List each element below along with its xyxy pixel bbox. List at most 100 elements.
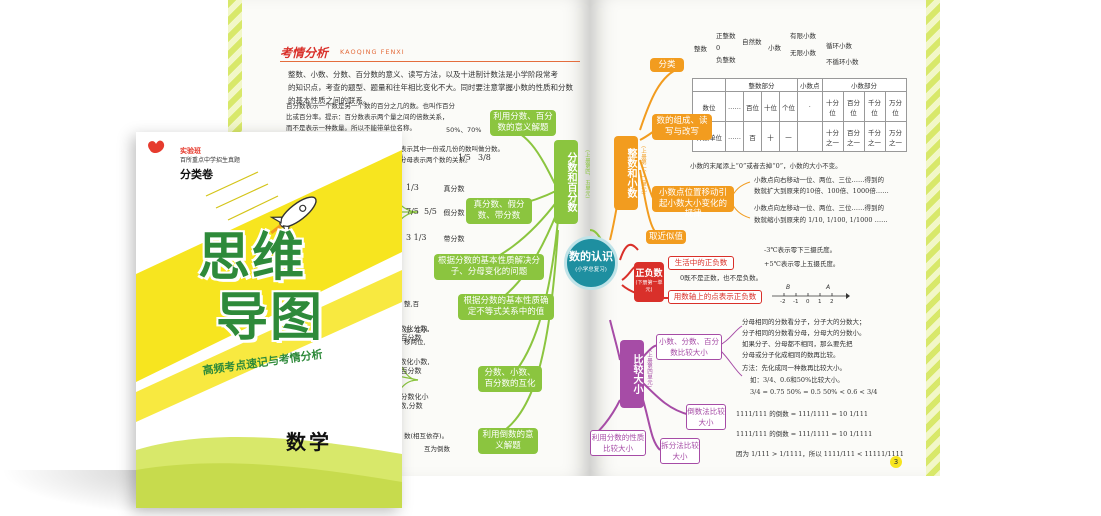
- posneg-example: +5℃表示零上五摄氏度。: [764, 260, 840, 268]
- table-cell: 十: [761, 121, 780, 152]
- cls-repeat: 循环小数: [826, 42, 852, 50]
- center-node-sub: (小学总复习): [575, 267, 607, 273]
- table-cell: 十分位: [821, 91, 844, 122]
- reciprocal-example: 1111/111 的倒数 = 111/1111 = 10 1/111: [736, 410, 869, 418]
- hub-integers-decimals: 整数和小数: [614, 136, 638, 210]
- reciprocal-example: 因为 1/111 > 1/1111，所以 1111/111 < 11111/11…: [736, 450, 904, 458]
- branch-life-posneg: 生活中的正负数: [668, 256, 734, 270]
- compare-rule: 分子相同的分数看分母，分母大的分数小。: [742, 329, 866, 337]
- cls-negint: 负整数: [716, 56, 736, 64]
- compare-example: 3/4 = 0.75 50% = 0.5 50% < 0.6 < 3/4: [750, 388, 878, 396]
- intro-line: 整数、小数、分数、百分数的意义、读写方法，以及十进制计数法是小学阶段常考: [288, 70, 558, 79]
- table-cell: ……: [725, 121, 744, 152]
- page-number: 3: [890, 456, 902, 468]
- table-cell: [797, 121, 823, 152]
- right-page: 整数 正整数 0 负整数 自然数 小数 有限小数 无限小数 循环小数 不循环小数…: [564, 0, 940, 476]
- axis-tick: 2: [830, 299, 834, 305]
- compare-rule: 如果分子、分母都不相同，那么要先把: [742, 340, 853, 348]
- move-text: 数就缩小到原来的 1/10, 1/100, 1/1000 ……: [754, 216, 888, 224]
- node-basic-property: 根据分数的基本性质解决分子、分母变化的问题: [434, 254, 544, 280]
- improper-fraction-label: 假分数: [443, 209, 465, 217]
- move-text: 小数点向右移动一位、两位、三位……得到的: [754, 176, 884, 184]
- hub-pos-neg-sub: (下册第一单元): [635, 280, 663, 293]
- cls-int: 整数: [694, 45, 707, 53]
- cover-title-2: 导图: [216, 288, 325, 348]
- table-cell: 百分之一: [842, 121, 865, 152]
- move-text: 小数点向左移动一位、两位、三位……得到的: [754, 204, 884, 212]
- branch-reciprocal-compare: 倒数法比较大小: [686, 404, 726, 430]
- branch-split-compare: 拆分法比较大小: [660, 438, 700, 464]
- table-cell: 万分位: [884, 91, 907, 122]
- hub-integers-decimals-sub: (上册第一、二单元): [639, 146, 646, 195]
- node-reciprocal: 利用倒数的意义解题: [478, 428, 538, 454]
- branch-approx: 取近似值: [646, 230, 686, 244]
- table-cell: 百分位: [842, 91, 865, 122]
- table-cell: 个位: [779, 91, 798, 122]
- cls-dec: 小数: [768, 44, 781, 52]
- center-node: 数的认识 (小学总复习): [564, 236, 618, 290]
- side-text: 整,百: [404, 300, 420, 308]
- side-text: 法: 在小: [404, 326, 428, 334]
- axis-tick: -1: [793, 299, 799, 305]
- note-text: 百分数表示一个数是另一个数的百分之几的数。也叫作百分: [286, 102, 455, 110]
- mixed-number-label: 带分数: [443, 235, 465, 243]
- fraction-example: 5/5: [424, 207, 437, 216]
- fraction-example: 7/5: [406, 207, 419, 216]
- fraction-example: 3/8: [478, 153, 491, 162]
- section-title: 考情分析: [280, 46, 329, 60]
- hub-pos-neg-label: 正负数: [635, 269, 663, 279]
- move-text: 数就扩大到原来的10倍、100倍、1000倍……: [754, 187, 889, 195]
- table-cell: 百位: [743, 91, 762, 122]
- node-meaning: 利用分数、百分数的意义解题: [490, 110, 556, 136]
- hub-fractions-sub: (上册第四、五单元): [583, 150, 590, 199]
- section-pinyin: KAOQING FENXI: [340, 48, 405, 56]
- intro-line: 的知识点，考查的题型、题量和往年相比变化不大。同时要注意掌握小数的性质和分数: [288, 83, 573, 93]
- cover-badge-3: 分类卷: [180, 168, 213, 181]
- axis-point: A: [826, 284, 831, 291]
- fraction-example: 1/5: [458, 153, 471, 162]
- note-text: 比或百分率。提示：百分数表示两个量之间的倍数关系，: [286, 113, 449, 121]
- compare-example: 如：3/4、0.6和50%比较大小。: [750, 376, 844, 384]
- cls-zero: 0: [716, 44, 721, 52]
- hub-compare-label: 比较大小: [631, 354, 642, 394]
- posneg-example: -3℃表示零下三摄氏度。: [764, 246, 837, 254]
- cover-art: [136, 140, 402, 508]
- axis-tick: 1: [818, 299, 822, 305]
- hub-compare: 比较大小: [620, 340, 644, 408]
- logo-flame-icon: [148, 140, 165, 153]
- table-cell: 千分位: [863, 91, 886, 122]
- place-value-table: 整数部分 小数点 小数部分 数位 …… 百位 十位 个位 · 十分位 百分位 千…: [692, 78, 907, 152]
- branch-classification: 分类: [650, 58, 684, 72]
- fraction-example: 3 1/3: [406, 233, 427, 242]
- table-cell: ……: [725, 91, 744, 122]
- cls-infinite: 无限小数: [790, 49, 816, 57]
- table-header: 整数部分: [725, 78, 798, 92]
- cover-badge-2: 百所重点中学招生真题: [180, 157, 241, 164]
- percent-example: 50%、70%: [446, 126, 482, 134]
- hub-fractions: 分数和百分数: [554, 140, 578, 224]
- node-convert: 分数、小数、百分数的互化: [478, 366, 542, 392]
- branch-number-line: 用数轴上的点表示正负数: [668, 290, 762, 304]
- frac-dec-label: 分数化小数,百分数: [392, 358, 430, 376]
- pct-dec-label: 百分数化小数,分数: [393, 393, 429, 411]
- note-text: 分母表示两个数的关系。: [400, 156, 472, 164]
- hub-integers-decimals-label: 整数和小数: [625, 148, 636, 198]
- table-cell: 十位: [761, 91, 780, 122]
- cls-natural: 自然数: [742, 38, 762, 46]
- side-text: 互为倒数: [424, 445, 450, 453]
- proper-fraction-label: 真分数: [443, 185, 465, 193]
- table-cell: 千分之一: [863, 121, 886, 152]
- compare-method: 方法：先化成同一种数再比较大小。: [742, 364, 846, 372]
- fraction-example: 1/3: [406, 183, 419, 192]
- branch-property-compare: 利用分数的性质比较大小: [590, 430, 646, 456]
- side-text: 数(相互依存)。: [404, 432, 449, 440]
- reciprocal-example: 1111/111 的倒数 = 111/1111 = 10 1/1111: [736, 430, 873, 438]
- dec-pct-label: 小数化分数,百分数: [392, 325, 430, 343]
- cls-finite: 有限小数: [790, 32, 816, 40]
- branch-decimal-move: 小数点位置移动引起小数大小变化的规律: [652, 186, 734, 219]
- compare-rule: 分母或分子化成相同的数再比较。: [742, 351, 840, 359]
- table-header: 小数点: [797, 78, 823, 92]
- zero-rule: 小数的末尾添上“0”或者去掉“0”，小数的大小不变。: [690, 162, 842, 170]
- note-text: 而不是表示一种数量。所以不能带单位名称。: [286, 124, 416, 132]
- table-header: 小数部分: [821, 78, 907, 92]
